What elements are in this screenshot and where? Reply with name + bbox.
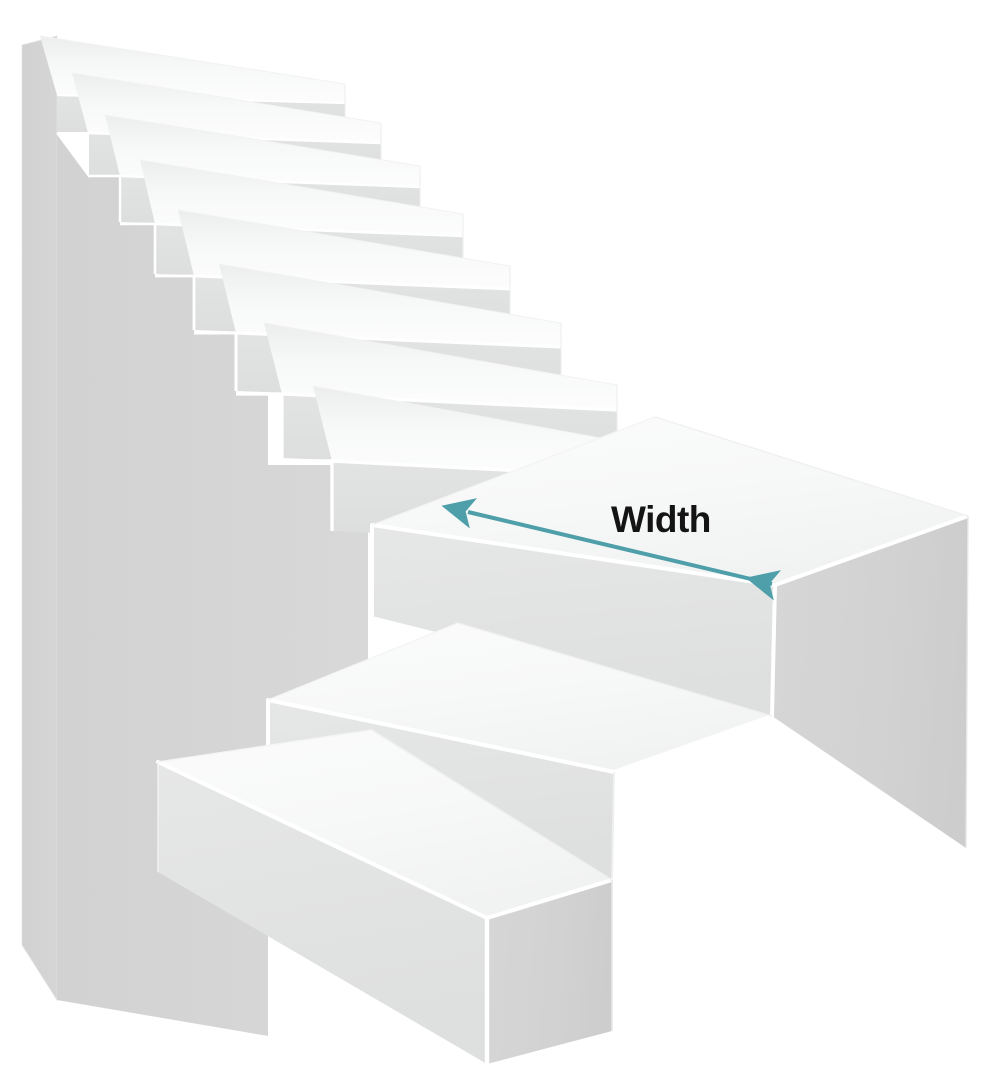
- stair-step-5-tread: [178, 210, 510, 289]
- stair-step-9-side: [772, 516, 968, 848]
- stair-step-7-tread: [264, 323, 617, 410]
- width-label: Width: [611, 499, 711, 540]
- width-dimension-arrow: [441, 498, 782, 601]
- stair-step-10-tread: [268, 623, 772, 772]
- left-side-wall: [21, 35, 58, 1002]
- stair-step-6-tread: [219, 264, 561, 347]
- stair-step-11: [156, 729, 614, 1064]
- stair-step-11-riser: [158, 762, 487, 1064]
- stair-step-11-tread: [158, 730, 612, 918]
- stair-stringer-body: [57, 95, 368, 1036]
- stair-step-11-side: [487, 880, 612, 1064]
